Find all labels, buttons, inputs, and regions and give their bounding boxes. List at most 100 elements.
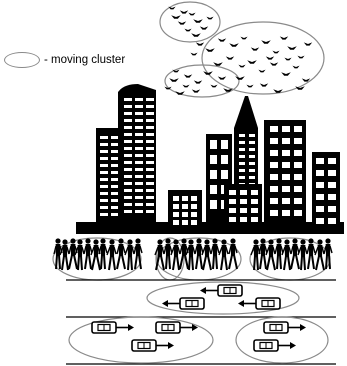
- car-cluster-ellipse: [68, 316, 214, 364]
- building-window: [124, 168, 132, 171]
- building-window: [240, 217, 247, 222]
- building-window: [135, 105, 143, 108]
- pedestrian: [314, 239, 325, 271]
- building-window: [328, 170, 336, 176]
- car: [131, 339, 174, 352]
- building-window: [146, 189, 154, 192]
- building-window: [124, 119, 132, 122]
- tower-centre: [118, 84, 156, 228]
- building-window: [146, 147, 154, 150]
- building-front: [224, 184, 262, 228]
- bird: [175, 91, 185, 95]
- building-window: [270, 126, 278, 132]
- building-window: [173, 220, 179, 225]
- building-window: [182, 204, 188, 209]
- bird: [235, 76, 245, 80]
- building-window: [221, 170, 228, 179]
- bird: [240, 36, 248, 40]
- bird: [188, 12, 196, 16]
- building-window: [270, 162, 278, 168]
- building-window: [124, 112, 132, 115]
- building-window: [146, 182, 154, 185]
- building-window: [135, 140, 143, 143]
- pedestrian: [116, 238, 126, 270]
- building-window: [221, 155, 228, 164]
- bird: [191, 89, 201, 93]
- building-far-right: [312, 152, 340, 228]
- bird: [193, 80, 203, 84]
- bird: [193, 19, 203, 23]
- building-window: [294, 198, 302, 204]
- building-window: [282, 162, 290, 168]
- bird: [168, 6, 176, 10]
- pedestrian: [90, 239, 101, 271]
- pedestrian: [133, 238, 143, 270]
- building-window: [191, 220, 197, 225]
- building-window: [146, 168, 154, 171]
- pedestrian: [218, 239, 229, 271]
- building-window: [270, 210, 278, 216]
- building-window: [249, 141, 255, 144]
- building-window: [135, 98, 143, 101]
- bird: [247, 60, 257, 64]
- building-window: [135, 196, 143, 199]
- building-window: [111, 206, 119, 209]
- building-window: [191, 212, 197, 217]
- pedestrian: [250, 239, 261, 271]
- bird: [164, 86, 172, 90]
- building-window: [210, 155, 217, 164]
- bird: [292, 65, 300, 69]
- building-window: [135, 182, 143, 185]
- building-window: [210, 185, 217, 194]
- pedestrian: [74, 239, 85, 271]
- pedestrian: [228, 238, 238, 270]
- building-window: [124, 182, 132, 185]
- building-window: [111, 157, 119, 160]
- bird-cluster-ellipse: [164, 64, 240, 98]
- legend-label: - moving cluster: [44, 54, 126, 66]
- bird: [269, 62, 279, 66]
- building-window: [146, 126, 154, 129]
- building-window: [111, 185, 119, 188]
- pedestrian: [170, 239, 181, 271]
- building-window: [270, 138, 278, 144]
- bird: [172, 69, 180, 73]
- bird: [281, 72, 291, 76]
- building-window: [135, 126, 143, 129]
- building-window: [294, 174, 302, 180]
- building-window: [111, 213, 119, 216]
- building-window: [100, 157, 108, 160]
- building-window: [146, 175, 154, 178]
- building-window: [249, 176, 255, 179]
- bird: [169, 78, 179, 82]
- bird: [265, 56, 275, 60]
- building-window: [182, 212, 188, 217]
- building-window: [182, 196, 188, 201]
- building-window: [124, 189, 132, 192]
- building-window: [100, 206, 108, 209]
- building-window: [135, 119, 143, 122]
- pedestrian: [98, 238, 108, 270]
- building-window: [229, 190, 236, 195]
- building-window: [210, 170, 217, 179]
- pedestrian: [281, 239, 292, 271]
- building-window: [328, 206, 336, 212]
- building-window: [146, 140, 154, 143]
- building-window: [124, 147, 132, 150]
- pedestrian: [83, 238, 93, 270]
- building-window: [111, 171, 119, 174]
- car-cluster-ellipse: [146, 281, 300, 315]
- car: [200, 284, 243, 297]
- bird: [261, 40, 271, 44]
- bird: [190, 52, 198, 56]
- bird: [238, 64, 246, 68]
- building-window: [282, 210, 290, 216]
- city-skyline: [76, 84, 344, 234]
- building-window: [135, 161, 143, 164]
- building-window: [100, 136, 108, 139]
- legend: - moving cluster: [4, 50, 125, 70]
- building-window: [135, 189, 143, 192]
- bird: [217, 38, 227, 42]
- building-window: [221, 140, 228, 149]
- bird: [184, 28, 192, 32]
